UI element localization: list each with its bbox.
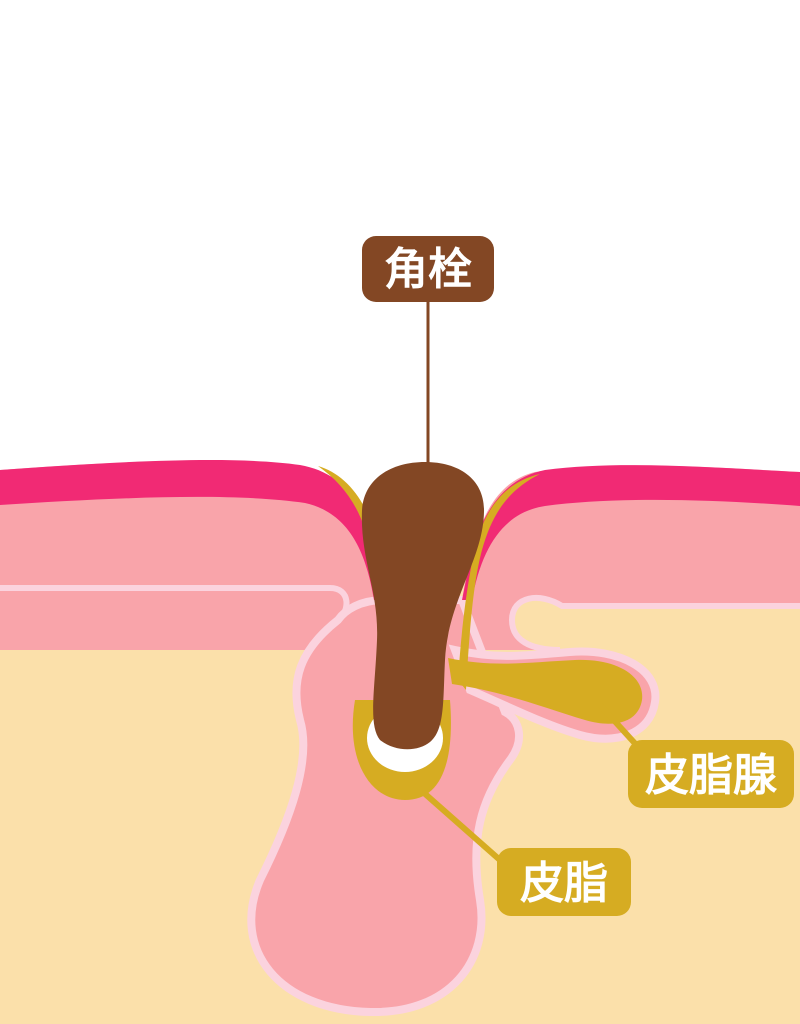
plug-label-text: 角栓: [384, 244, 472, 295]
gland-label-bg: [628, 740, 794, 808]
sebum-label: 皮脂: [497, 848, 631, 916]
epidermis-layer: [0, 460, 800, 650]
keratin-plug: [361, 462, 485, 750]
sebaceous-gland: [448, 658, 643, 724]
epidermis-boundary-right: [508, 595, 800, 653]
plug-label-bg: [362, 236, 494, 302]
gland-label: 皮脂腺: [628, 740, 794, 808]
sebum-label-bg: [497, 848, 631, 916]
plug-label: 角栓: [362, 236, 494, 302]
gland-label-text: 皮脂腺: [645, 750, 778, 801]
skin-surface-left: [0, 460, 385, 600]
sebum-lining-right: [458, 474, 540, 690]
skin-surface-right: [462, 465, 800, 600]
sebum-label-text: 皮脂: [520, 858, 608, 909]
follicle-sac: [247, 596, 523, 1017]
